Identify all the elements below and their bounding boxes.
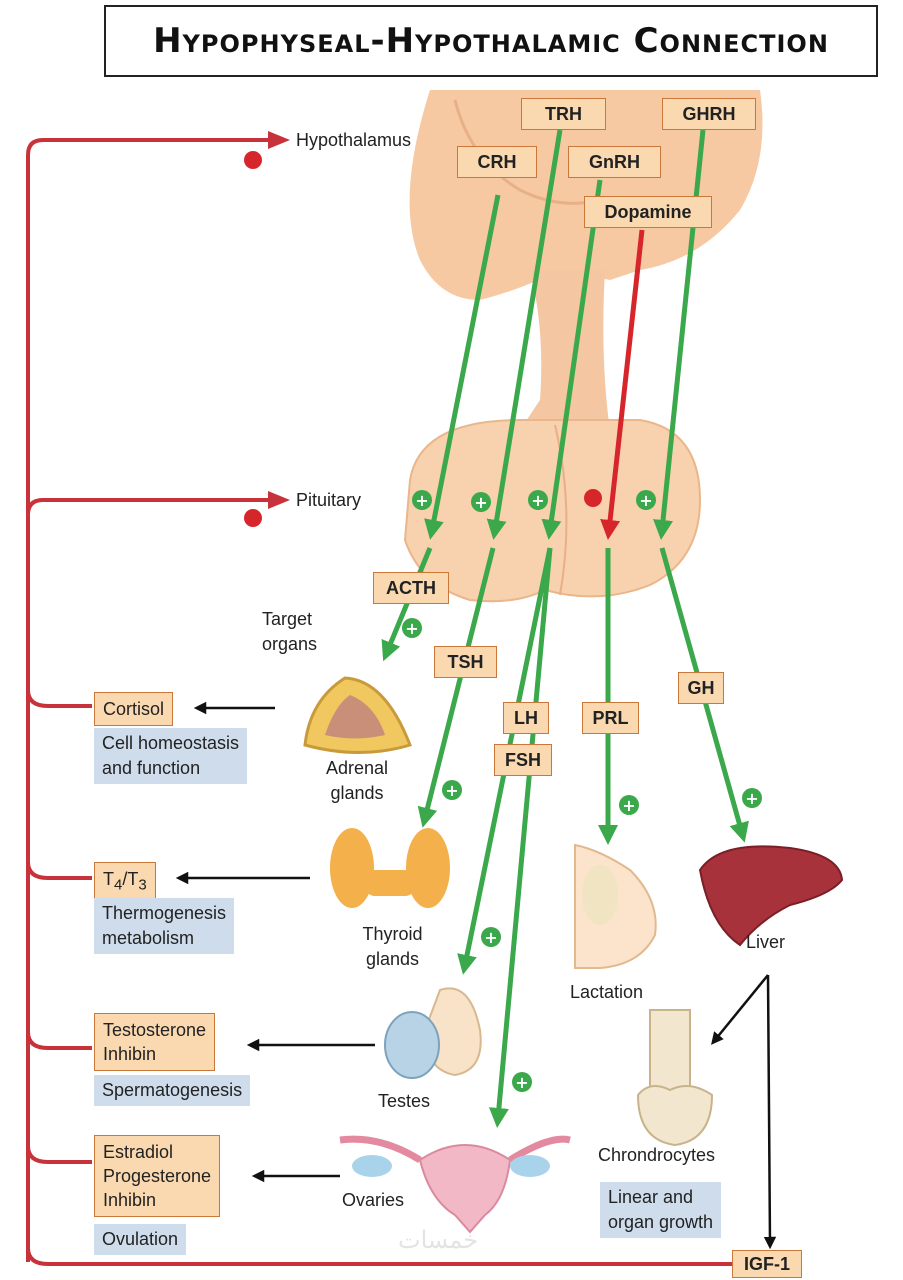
gh-box: GH — [678, 672, 724, 704]
green-plus-icon: + — [474, 493, 487, 512]
hypothalamus-tissue — [409, 90, 763, 300]
lactation-label: Lactation — [570, 982, 644, 1002]
title-box: Hypophyseal-Hypothalamic Connection — [104, 5, 878, 77]
ovaries-label: Ovaries — [342, 1190, 405, 1210]
testosterone-box: Testosterone Inhibin — [94, 1013, 216, 1071]
inhibit-dot-pituitary — [244, 509, 262, 527]
green-plus-icon: + — [745, 789, 758, 808]
target-organs-label: Target organs — [262, 609, 318, 654]
adrenal-gland-icon — [303, 676, 412, 754]
igf1-box: IGF-1 — [732, 1250, 802, 1278]
estradiol-box: Estradiol Progesterone Inhibin — [94, 1135, 221, 1217]
feedback-arrowhead-pituitary — [268, 491, 290, 509]
acth-box: ACTH — [373, 572, 449, 604]
gnrh-box: GnRH — [568, 146, 661, 178]
tsh-box: TSH — [434, 646, 497, 678]
green-plus-icon: + — [484, 928, 497, 947]
pituitary-stalk — [520, 270, 610, 430]
green-plus-icon: + — [515, 1073, 528, 1092]
cortisol-box: Cortisol — [94, 692, 174, 726]
green-plus-icon: + — [622, 796, 635, 815]
thyroid-label: Thyroid glands — [362, 924, 423, 969]
green-plus-icon: + — [445, 781, 458, 800]
dopamine-arrow — [600, 229, 645, 540]
crh-box: CRH — [457, 146, 537, 178]
testes-label: Testes — [378, 1091, 431, 1111]
lh-box: LH — [503, 702, 549, 734]
fsh-box: FSH — [494, 744, 552, 776]
hypothalamus-label: Hypothalamus — [296, 130, 412, 150]
prl-box: PRL — [582, 702, 639, 734]
uterus-ovaries-icon — [339, 1135, 571, 1234]
trh-box: TRH — [521, 98, 606, 130]
pituitary-label: Pituitary — [296, 490, 362, 510]
breast-icon — [574, 843, 657, 969]
green-plus-icon: + — [415, 491, 428, 510]
stimulate-plus-text: + + + + + + + + + + — [405, 491, 758, 1092]
adrenal-label: Adrenal glands — [325, 758, 389, 803]
t4-t3-box: T4/T3 — [94, 862, 156, 903]
feedback-loop — [26, 138, 735, 1266]
dopamine-box: Dopamine — [584, 196, 712, 228]
page-title: Hypophyseal-Hypothalamic Connection — [153, 21, 829, 61]
black-arrows — [175, 701, 777, 1250]
testes-effect: Spermatogenesis — [94, 1075, 251, 1106]
watermark: خمسات — [398, 1227, 479, 1254]
thyroid-gland-icon — [330, 828, 450, 908]
feedback-arrowhead-hypothalamus — [268, 131, 290, 149]
thyroid-effect: Thermogenesis metabolism — [94, 898, 235, 954]
inhibit-dot-dopamine — [584, 489, 602, 507]
cortisol-effect: Cell homeostasis and function — [94, 728, 248, 784]
stimulate-plus-group — [402, 490, 762, 1092]
testes-icon — [384, 987, 482, 1079]
chondrocytes-bone-icon — [636, 1009, 714, 1147]
liver-label: Liver — [746, 932, 786, 952]
ghrh-box: GHRH — [662, 98, 756, 130]
chondrocytes-label: Chrondrocytes — [598, 1145, 716, 1165]
ovaries-effect: Ovulation — [94, 1224, 187, 1255]
liver-icon — [698, 845, 844, 947]
green-plus-icon: + — [531, 491, 544, 510]
chondrocytes-effect: Linear and organ growth — [600, 1182, 722, 1238]
green-plus-icon: + — [639, 491, 652, 510]
green-plus-icon: + — [405, 619, 418, 638]
inhibit-dot-hypothalamus — [244, 151, 262, 169]
